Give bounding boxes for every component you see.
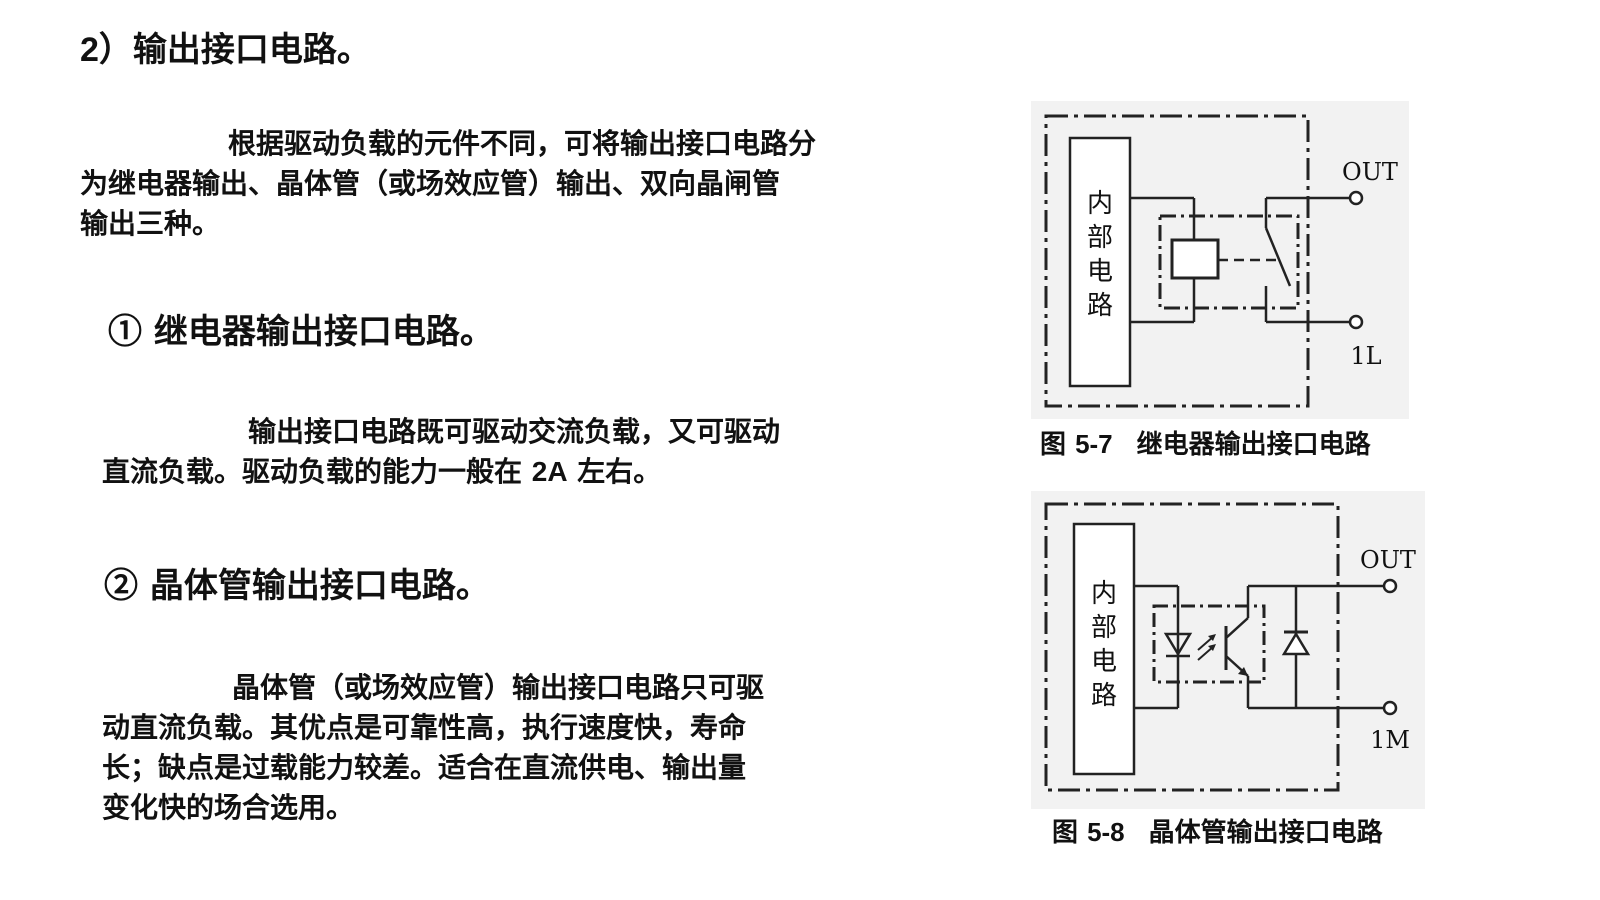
block-char-2: 部 bbox=[1091, 613, 1117, 643]
relay-contact-icon bbox=[1264, 198, 1292, 322]
relay-line-2: 直流负载。驱动负载的能力一般在 2A 左右。 bbox=[102, 452, 661, 492]
intro-line-2: 为继电器输出、晶体管（或场效应管）输出、双向晶闸管 bbox=[80, 167, 781, 200]
caption-title: 晶体管输出接口电路 bbox=[1148, 818, 1383, 848]
internal-circuit-block bbox=[1068, 136, 1132, 388]
protection-diode-icon bbox=[1281, 630, 1311, 656]
relay-boundary bbox=[1158, 214, 1300, 310]
relay-line-1: 输出接口电路既可驱动交流负载，又可驱动 bbox=[248, 415, 781, 448]
relay-circuit-diagram: 内 部 电 路 OUT 1L bbox=[1030, 100, 1410, 420]
transistor-circuit-diagram: 内 部 电 路 bbox=[1030, 490, 1426, 810]
block-char-1: 内 bbox=[1091, 579, 1117, 609]
block-char-4: 路 bbox=[1087, 291, 1113, 321]
relay-module-boundary bbox=[1044, 114, 1310, 408]
transistor-line-2: 动直流负载。其优点是可靠性高，执行速度快，寿命 bbox=[102, 711, 747, 744]
relay-line-2-prefix: 直流负载。驱动负载的能力一般在 bbox=[102, 455, 532, 488]
figure-5-8-caption: 图 5-8 晶体管输出接口电路 bbox=[1052, 814, 1383, 851]
led-icon bbox=[1163, 632, 1193, 658]
internal-circuit-block bbox=[1072, 522, 1136, 776]
relay-load-capacity: 2A bbox=[531, 456, 568, 487]
common-terminal-icon bbox=[1348, 314, 1364, 330]
section-heading: 2）输出接口电路。 bbox=[80, 26, 371, 74]
intro-line-1: 根据驱动负载的元件不同，可将输出接口电路分 bbox=[228, 127, 817, 160]
caption-prefix: 图 bbox=[1052, 818, 1088, 848]
optocoupler-boundary bbox=[1152, 604, 1266, 684]
section-heading-text: ）输出接口电路。 bbox=[98, 30, 371, 70]
phototransistor-icon bbox=[1224, 617, 1249, 677]
relay-coil-icon bbox=[1170, 238, 1220, 280]
caption-number: 5-7 bbox=[1075, 429, 1113, 459]
block-char-3: 电 bbox=[1091, 647, 1117, 677]
intro-line-3: 输出三种。 bbox=[80, 207, 221, 240]
block-char-2: 部 bbox=[1087, 223, 1113, 253]
common-terminal-label: 1L bbox=[1350, 342, 1381, 370]
transistor-module-boundary bbox=[1044, 502, 1340, 792]
transistor-line-3: 长；缺点是过载能力较差。适合在直流供电、输出量 bbox=[102, 751, 747, 784]
out-terminal-icon bbox=[1382, 578, 1398, 594]
caption-prefix: 图 bbox=[1040, 430, 1076, 460]
common-terminal-label: 1M bbox=[1370, 726, 1410, 754]
out-terminal-label: OUT bbox=[1342, 158, 1398, 186]
out-terminal-label: OUT bbox=[1360, 546, 1416, 574]
relay-line-2-suffix: 左右。 bbox=[567, 455, 662, 488]
light-coupling-icon bbox=[1197, 634, 1216, 661]
block-char-4: 路 bbox=[1091, 681, 1117, 711]
transistor-line-1: 晶体管（或场效应管）输出接口电路只可驱 bbox=[232, 671, 765, 704]
caption-number: 5-8 bbox=[1087, 817, 1125, 847]
transistor-heading: ② 晶体管输出接口电路。 bbox=[104, 566, 490, 606]
transistor-line-4: 变化快的场合选用。 bbox=[102, 791, 355, 824]
caption-title: 继电器输出接口电路 bbox=[1136, 430, 1371, 460]
common-terminal-icon bbox=[1382, 700, 1398, 716]
out-terminal-icon bbox=[1348, 190, 1364, 206]
figure-5-7-caption: 图 5-7 继电器输出接口电路 bbox=[1040, 426, 1371, 463]
section-heading-number: 2 bbox=[80, 31, 99, 69]
relay-heading: ① 继电器输出接口电路。 bbox=[108, 312, 494, 352]
block-char-1: 内 bbox=[1087, 189, 1113, 219]
block-char-3: 电 bbox=[1087, 257, 1113, 287]
